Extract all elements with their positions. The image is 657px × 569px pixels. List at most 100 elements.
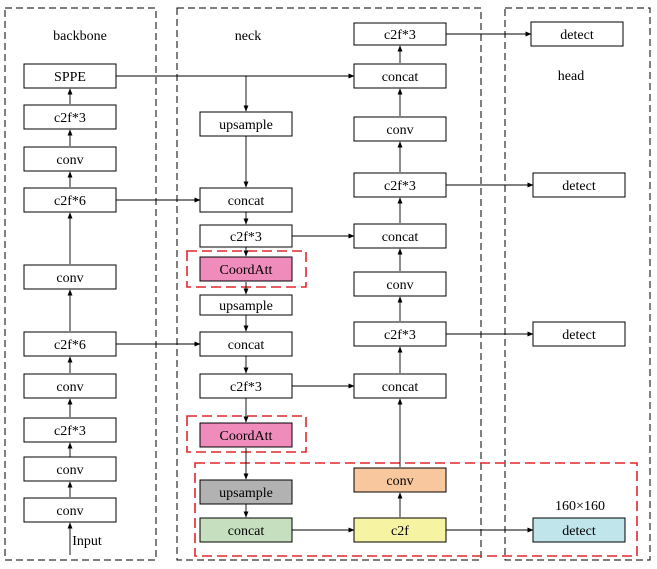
node-n-cat3: concat: [199, 517, 293, 543]
node-label-r-c2f-s: c2f: [391, 524, 409, 539]
node-box-b-conv-bot: [23, 497, 117, 523]
input-label: Input: [72, 534, 102, 549]
node-b-conv-bot: conv: [23, 497, 117, 523]
node-label-sppe: SPPE: [54, 70, 86, 85]
node-label-h-det1: detect: [560, 28, 594, 43]
node-label-h-det3: detect: [562, 328, 596, 343]
node-box-n-ca1: [199, 256, 293, 282]
node-box-b-c2f3-top: [23, 104, 117, 130]
node-label-n-up3: upsample: [219, 486, 273, 501]
node-box-h-det4: [532, 517, 626, 543]
node-label-b-conv-top: conv: [56, 153, 83, 168]
node-label-b-c2f3-top: c2f*3: [54, 111, 86, 126]
node-h-det1: detect: [530, 21, 624, 47]
node-n-ca2: CoordAtt: [199, 422, 293, 448]
node-h-det2: detect: [532, 172, 626, 198]
neck-panel: [176, 7, 482, 561]
node-b-c2f3-top: c2f*3: [23, 104, 117, 130]
node-box-r-conv1: [353, 271, 447, 297]
node-label-r-conv-s: conv: [386, 474, 413, 489]
node-label-b-c2f3-low: c2f*3: [54, 424, 86, 439]
node-box-h-det1: [530, 21, 624, 47]
node-r-conv2: conv: [353, 116, 447, 142]
coordatt-highlight-1: [186, 250, 307, 288]
node-label-n-up1: upsample: [219, 118, 273, 133]
node-r-cat3: concat: [353, 63, 447, 89]
node-box-r-cat1: [353, 373, 447, 399]
node-box-r-conv2: [353, 116, 447, 142]
node-label-b-c2f6-low: c2f*6: [54, 338, 86, 353]
node-label-h-det4: detect: [562, 524, 596, 539]
node-box-h-det3: [532, 321, 626, 347]
nodes-layer: SPPE c2f*3 conv c2f*6 conv c2f*6 conv c2f*3 conv…: [23, 21, 626, 543]
node-box-b-conv-top: [23, 146, 117, 172]
node-label-r-cat2: concat: [382, 230, 419, 245]
node-label-b-conv-bot: conv: [56, 504, 83, 519]
node-box-n-cat1: [199, 187, 293, 213]
node-box-n-cat2: [199, 331, 293, 357]
node-label-r-c2f3-2: c2f*3: [384, 179, 416, 194]
node-n-up3: upsample: [199, 479, 293, 505]
node-label-b-c2f6-up: c2f*6: [54, 194, 86, 209]
head-title: head: [558, 69, 584, 84]
node-box-n-c2f2: [199, 373, 293, 399]
node-n-c2f1: c2f*3: [199, 224, 293, 248]
node-box-r-cat2: [353, 223, 447, 249]
node-label-b-conv-mid: conv: [56, 271, 83, 286]
node-label-r-conv1: conv: [386, 278, 413, 293]
node-r-c2f3-3: c2f*3: [353, 22, 447, 46]
node-r-cat2: concat: [353, 223, 447, 249]
backbone-title: backbone: [53, 29, 107, 44]
node-box-n-cat3: [199, 517, 293, 543]
node-r-c2f3-2: c2f*3: [353, 172, 447, 198]
node-label-r-conv2: conv: [386, 123, 413, 138]
node-label-n-ca2: CoordAtt: [220, 429, 273, 444]
node-r-cat1: concat: [353, 373, 447, 399]
node-box-b-conv-low: [23, 373, 117, 399]
node-h-det3: detect: [532, 321, 626, 347]
edges-layer: [67, 31, 534, 555]
node-box-h-det2: [532, 172, 626, 198]
node-label-n-up2: upsample: [219, 299, 273, 314]
node-box-b-c2f6-low: [23, 331, 117, 357]
node-box-b-c2f3-low: [23, 417, 117, 443]
node-label-n-cat3: concat: [228, 524, 265, 539]
node-label-b-conv-low: conv: [56, 380, 83, 395]
node-b-conv-mid: conv: [23, 264, 117, 290]
node-box-sppe: [23, 63, 117, 89]
node-label-n-c2f2: c2f*3: [230, 380, 262, 395]
node-h-det4: detect: [532, 517, 626, 543]
node-label-h-det2: detect: [562, 179, 596, 194]
node-n-c2f2: c2f*3: [199, 373, 293, 399]
node-box-r-c2f3-1: [353, 321, 447, 347]
node-box-n-c2f1: [199, 224, 293, 248]
node-label-n-c2f1: c2f*3: [230, 230, 262, 245]
node-n-cat1: concat: [199, 187, 293, 213]
node-label-b-conv-l2: conv: [56, 463, 83, 478]
node-r-conv-s: conv: [353, 467, 447, 493]
node-r-conv1: conv: [353, 271, 447, 297]
node-b-conv-top: conv: [23, 146, 117, 172]
scale-label: 160×160: [555, 499, 605, 514]
node-b-c2f6-up: c2f*6: [23, 187, 117, 213]
node-n-cat2: concat: [199, 331, 293, 357]
node-box-r-cat3: [353, 63, 447, 89]
node-label-r-c2f3-1: c2f*3: [384, 328, 416, 343]
node-box-b-conv-l2: [23, 456, 117, 482]
node-box-n-up1: [199, 111, 293, 137]
head-panel: [504, 7, 651, 561]
node-n-up2: upsample: [199, 294, 293, 316]
node-label-n-cat1: concat: [228, 194, 265, 209]
coordatt-highlight-2: [186, 415, 307, 453]
node-sppe: SPPE: [23, 63, 117, 89]
node-n-up1: upsample: [199, 111, 293, 137]
node-b-conv-l2: conv: [23, 456, 117, 482]
node-r-c2f-s: c2f: [353, 517, 447, 543]
node-box-b-c2f6-up: [23, 187, 117, 213]
node-box-b-conv-mid: [23, 264, 117, 290]
node-b-c2f6-low: c2f*6: [23, 331, 117, 357]
node-box-n-ca2: [199, 422, 293, 448]
node-b-conv-low: conv: [23, 373, 117, 399]
node-label-r-cat3: concat: [382, 70, 419, 85]
